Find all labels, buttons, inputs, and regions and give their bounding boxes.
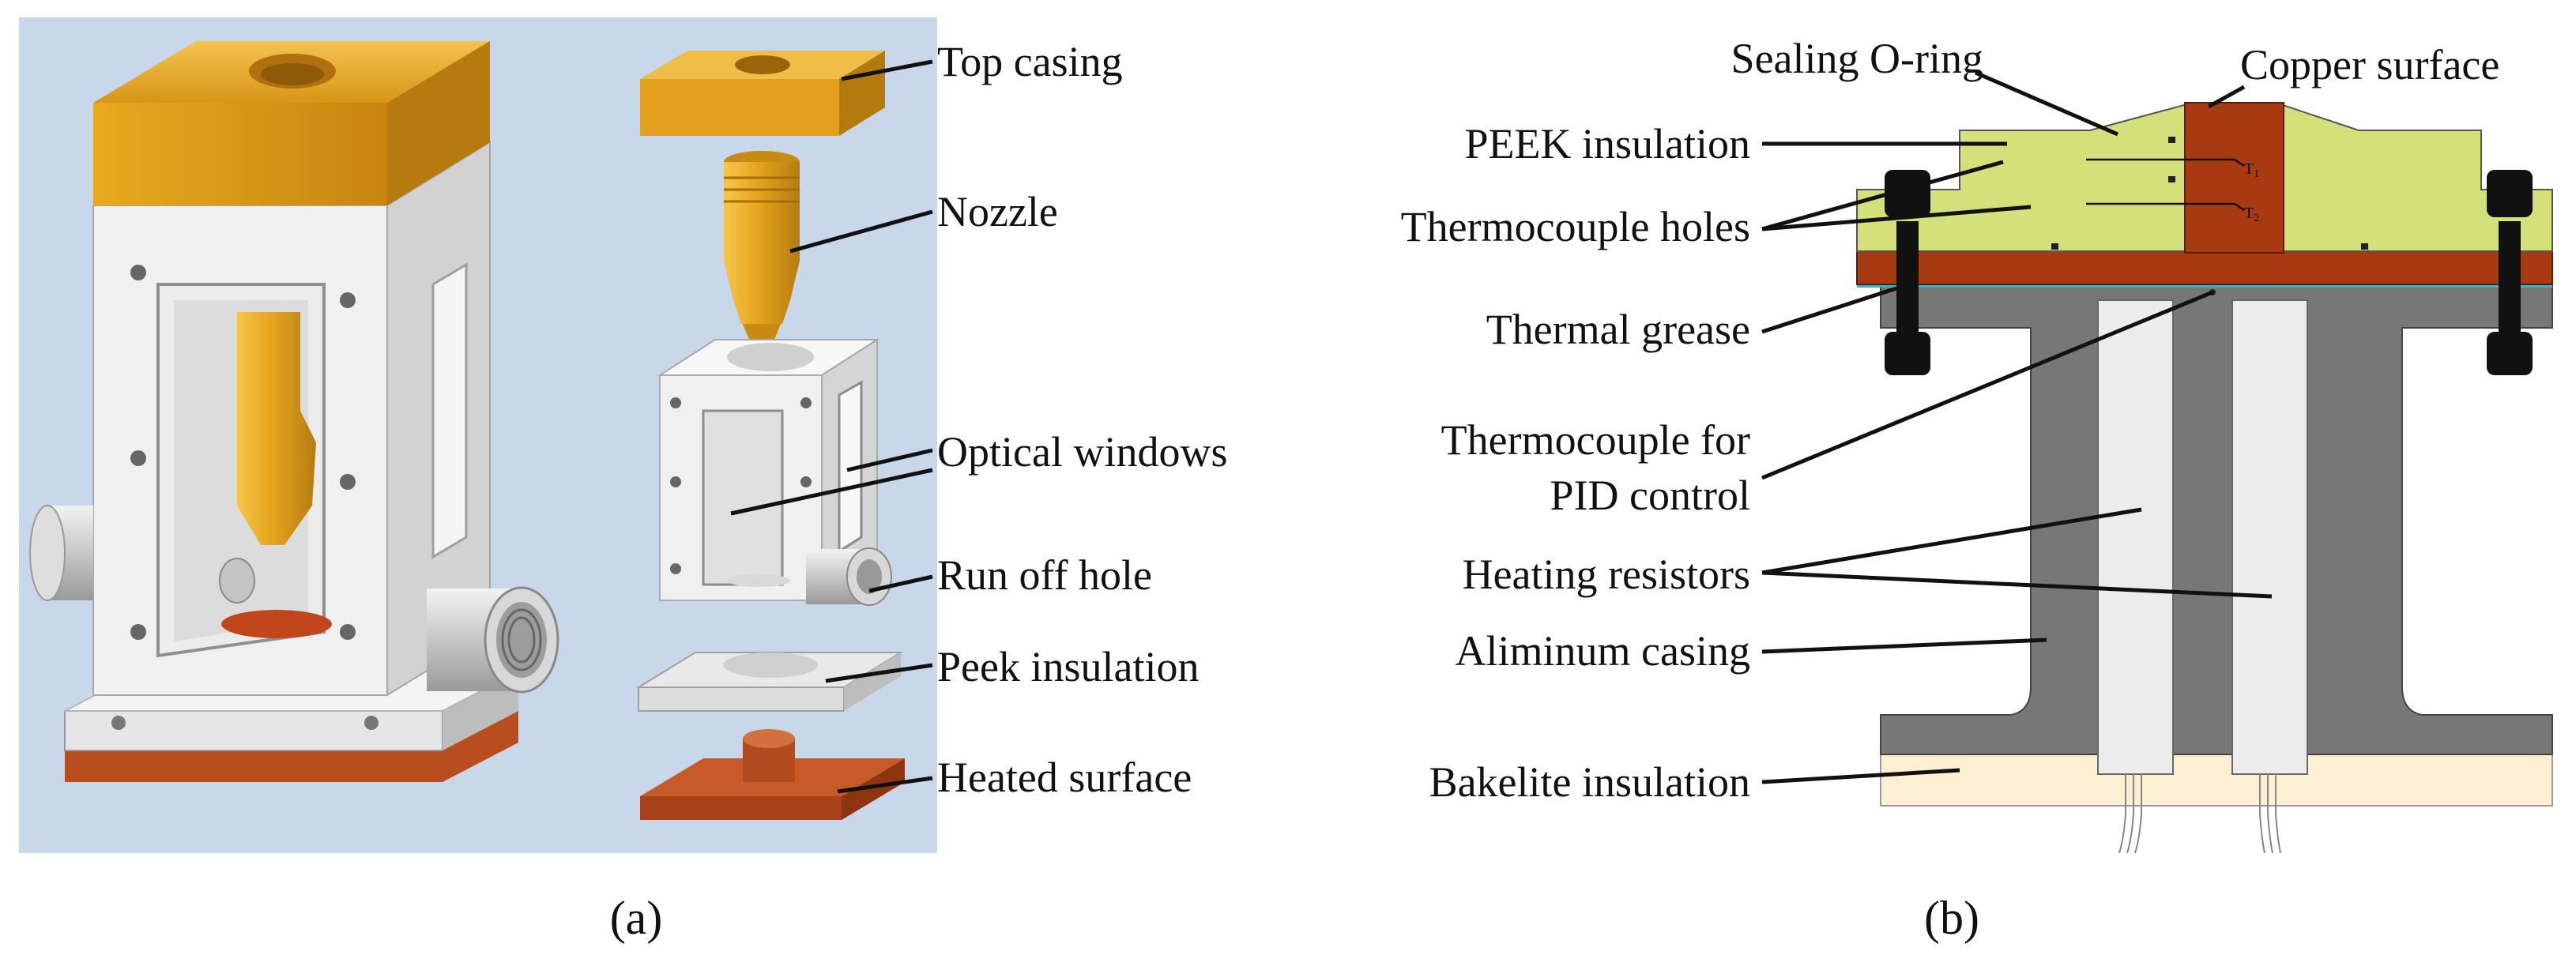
o-ring-mark <box>2361 243 2368 250</box>
caption-a: (a) <box>610 892 663 944</box>
caption-b: (b) <box>1924 892 1979 944</box>
heating-resistor-left <box>2097 299 2174 775</box>
label-peek-insulation: Peek insulation <box>937 643 1199 690</box>
label-t1: T1 <box>2244 160 2259 180</box>
bolt-right <box>2487 170 2533 375</box>
assembled-cell <box>29 41 559 782</box>
copper-surface <box>2184 102 2284 254</box>
label-peek-insulation-b: PEEK insulation <box>1465 120 1751 167</box>
heated-surface-part <box>640 729 905 820</box>
label-heating-resistors: Heating resistors <box>1463 551 1750 598</box>
heating-resistor-right <box>2231 299 2308 775</box>
top-casing-part <box>640 51 885 136</box>
top-casing-assembled-front <box>93 103 387 205</box>
label-t2: T2 <box>2244 205 2259 224</box>
label-aluminum-casing: Aliminum casing <box>1456 627 1750 675</box>
label-thermocouple-pid-2: PID control <box>1550 472 1750 519</box>
o-ring-mark <box>2168 137 2175 143</box>
label-copper-surface: Copper surface <box>2240 41 2499 88</box>
bakelite-insulation <box>1880 754 2553 807</box>
bolt-hole <box>111 716 126 730</box>
leaders-b <box>1761 70 2273 784</box>
heated-surface-base-assembled <box>65 711 518 782</box>
labels-b: Sealing O-ring Copper surface PEEK insul… <box>1401 35 2500 806</box>
label-thermal-grease: Thermal grease <box>1486 306 1750 353</box>
label-heated-surface: Heated surface <box>937 754 1192 801</box>
leaders-a <box>730 59 933 794</box>
label-thermocouple-holes: Thermocouple holes <box>1401 203 1750 250</box>
copper-flange <box>1856 250 2553 285</box>
nozzle-inside <box>237 312 316 545</box>
nozzle-part <box>724 151 800 340</box>
resistor-wires <box>2118 774 2281 854</box>
label-run-off-hole: Run off hole <box>937 551 1152 599</box>
run-off-fitting-assembled <box>427 586 559 694</box>
label-thermocouple-pid-1: Thermocouple for <box>1441 416 1750 464</box>
bolt-hole <box>364 716 378 730</box>
label-bakelite-insulation: Bakelite insulation <box>1429 758 1750 806</box>
side-optical-window <box>431 262 468 559</box>
body-part <box>657 338 892 606</box>
label-sealing-o-ring: Sealing O-ring <box>1731 35 1983 82</box>
label-nozzle: Nozzle <box>937 188 1058 235</box>
o-ring-mark <box>2051 243 2058 250</box>
labels-a: Top casing Nozzle Optical windows Run of… <box>937 38 1227 801</box>
label-top-casing: Top casing <box>937 38 1123 85</box>
o-ring-mark <box>2168 176 2175 182</box>
label-optical-windows: Optical windows <box>937 428 1227 476</box>
exploded-parts <box>635 51 905 820</box>
panel-a: Top casing Nozzle Optical windows Run of… <box>19 17 1227 944</box>
aluminum-casing <box>1880 284 2553 755</box>
bolt-left <box>1885 170 1930 375</box>
heated-spot <box>221 610 332 638</box>
peek-insulation-part <box>635 652 904 712</box>
panel-b: T1 T2 Sealing <box>1401 35 2553 944</box>
